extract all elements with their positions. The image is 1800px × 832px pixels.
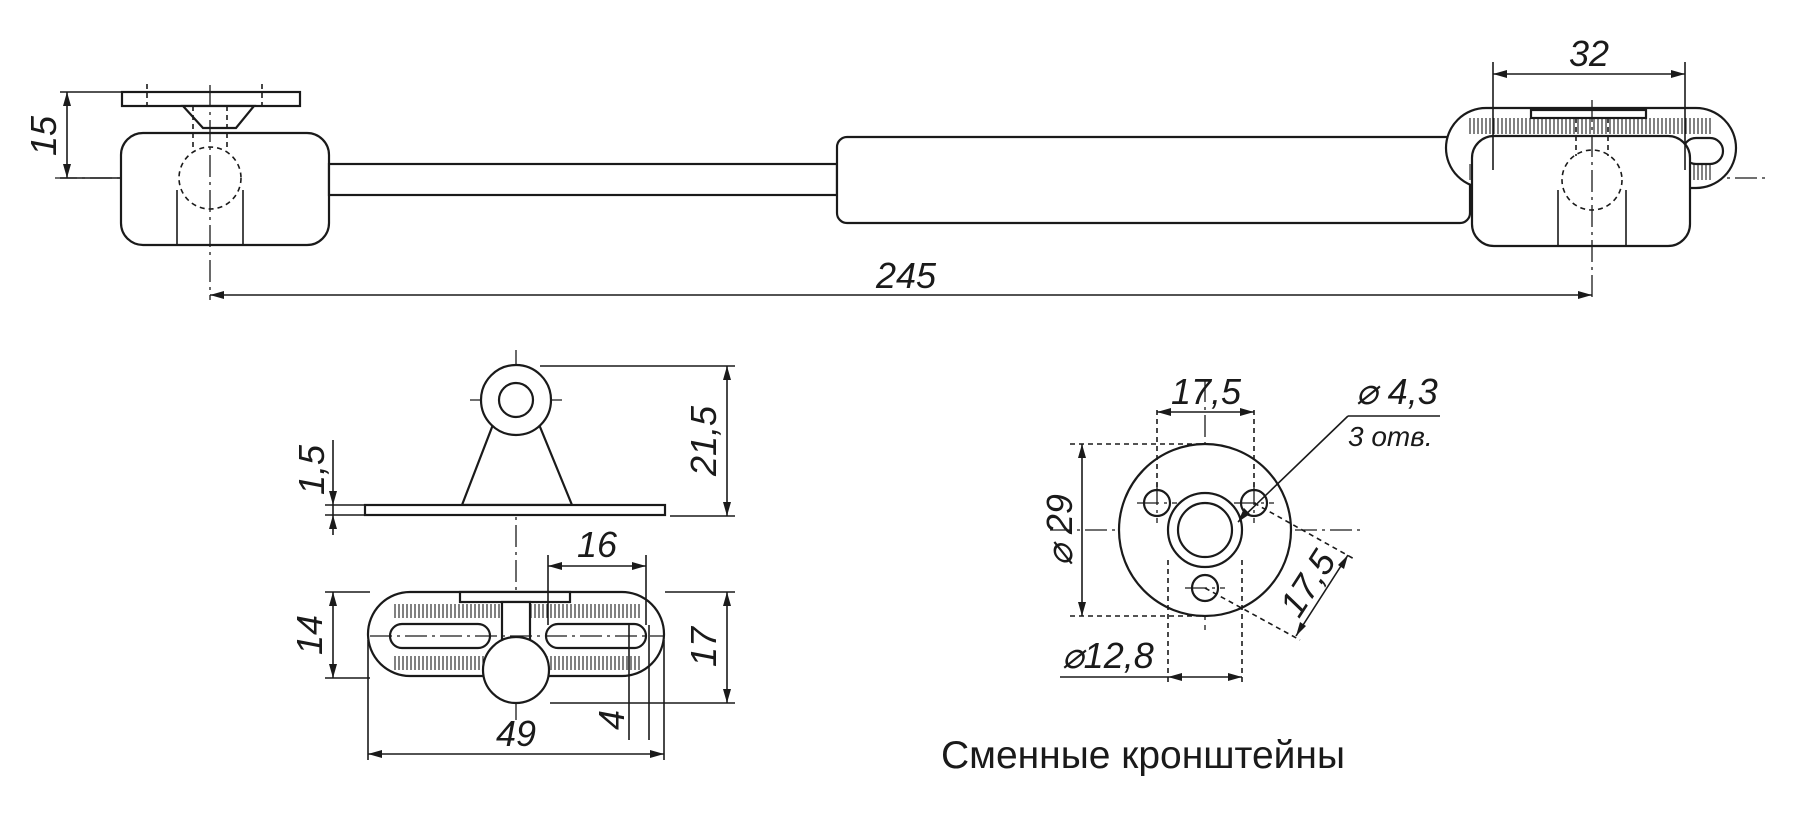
dim-outer-height: 17 [683, 625, 724, 667]
dim-hole-diameter: ⌀ 4,3 [1356, 371, 1438, 412]
dim-bracket-total-height: 21,5 [683, 405, 724, 477]
bracket-top-view: 16 14 17 4 49 [289, 524, 735, 760]
bracket-front-view: 21,5 1,5 [291, 350, 735, 720]
round-bracket-view: 17,5 ⌀ 4,3 3 отв. ⌀ 29 ⌀12,8 17,5 [1039, 371, 1440, 684]
cylinder [835, 135, 1472, 225]
dim-outer-diameter: ⌀ 29 [1039, 494, 1080, 566]
gas-spring-side-view: 245 15 32 [23, 33, 1770, 300]
dim-boss-diameter: ⌀12,8 [1062, 635, 1154, 676]
dim-inner-height: 14 [289, 615, 330, 655]
dim-slot-width: 4 [591, 710, 632, 730]
boss-inner [1176, 501, 1234, 559]
dim-plate-thickness: 1,5 [291, 444, 332, 495]
caption: Сменные кронштейны [941, 734, 1345, 777]
bracket-ball [481, 635, 551, 705]
dim-bracket-width: 32 [1569, 33, 1609, 74]
right-rod-end [1470, 134, 1692, 248]
bracket-base-plate [363, 503, 667, 517]
bracket-top-strip [458, 590, 572, 604]
dim-hole-count: 3 отв. [1348, 421, 1433, 452]
bracket-eye-hole [497, 381, 535, 419]
left-mounting-plate [120, 90, 302, 108]
left-rod-end [119, 131, 331, 247]
dim-hole-spacing: 17,5 [1171, 371, 1242, 412]
dim-bracket-height: 15 [23, 115, 64, 156]
dim-overall-length: 245 [875, 255, 937, 296]
right-bracket-top [1529, 108, 1648, 120]
dim-slot-spacing: 16 [577, 524, 618, 565]
left-bracket-neck [180, 104, 257, 130]
dim-bracket-length: 49 [496, 713, 536, 754]
piston-rod [327, 162, 839, 197]
